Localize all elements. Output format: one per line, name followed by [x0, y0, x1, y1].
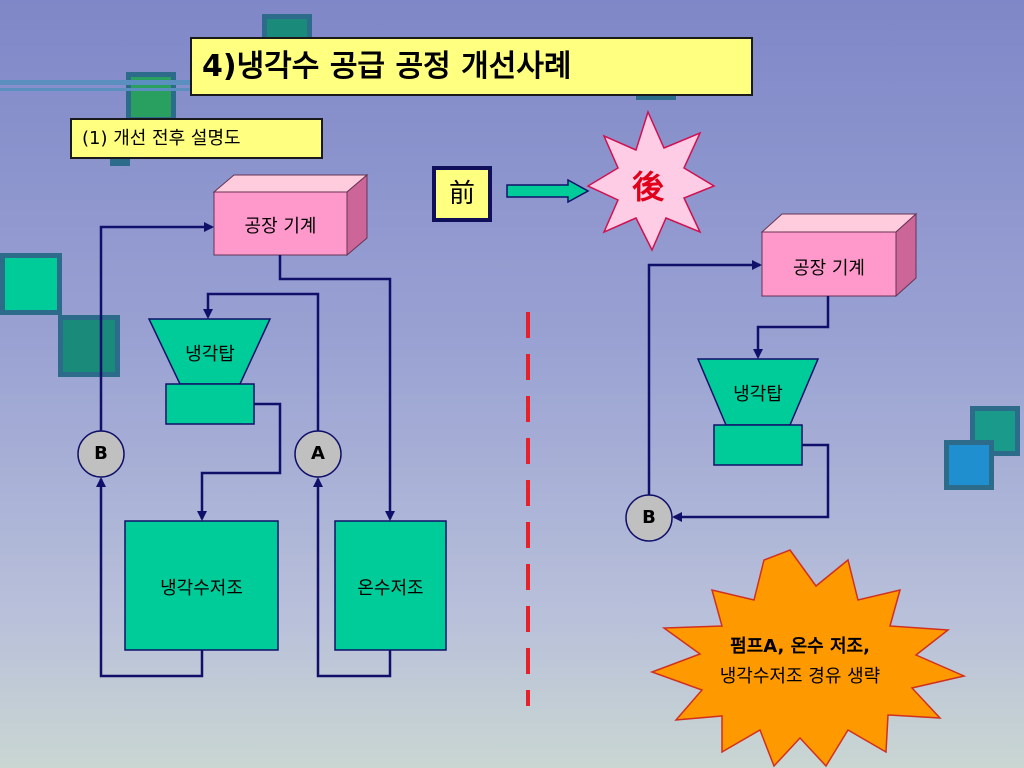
after-pump-b-label: B — [642, 507, 656, 528]
before-pump-a-label: A — [311, 443, 325, 464]
callout-line-2: 냉각수저조 경유 생략 — [719, 666, 881, 687]
decor-line — [0, 80, 196, 85]
before-factory-label: 공장 기계 — [244, 216, 317, 237]
after-cooling-tower-label: 냉각탑 — [733, 384, 783, 405]
before-cooling-tower-label: 냉각탑 — [185, 344, 235, 365]
decor-square — [0, 253, 62, 315]
page-title: 4)냉각수 공급 공정 개선사례 — [190, 37, 753, 96]
before-hot-tank-label: 온수저조 — [357, 578, 424, 599]
before-flow-lines — [96, 222, 395, 678]
after-factory-label: 공장 기계 — [793, 258, 865, 279]
transition-arrow — [506, 178, 590, 204]
before-label: 前 — [432, 166, 492, 222]
decor-square — [970, 406, 1020, 456]
before-cooling-basin — [165, 383, 255, 425]
page-subtitle: (1) 개선 전후 설명도 — [70, 118, 323, 159]
after-starburst — [586, 109, 716, 252]
after-label: 後 — [631, 168, 664, 206]
before-cold-tank-label: 냉각수저조 — [160, 578, 243, 599]
decor-square — [944, 440, 994, 490]
after-flow-lines — [647, 260, 830, 522]
callout-starburst — [649, 549, 967, 768]
decor-square — [58, 315, 120, 377]
callout-line-1: 펌프A, 온수 저조, — [730, 636, 870, 657]
before-pump-b-label: B — [94, 443, 108, 464]
before-cold-tank — [124, 520, 279, 651]
after-factory-box — [760, 212, 918, 298]
decor-line — [0, 88, 196, 91]
before-factory-box — [212, 173, 369, 257]
after-cooling-basin — [713, 424, 803, 466]
